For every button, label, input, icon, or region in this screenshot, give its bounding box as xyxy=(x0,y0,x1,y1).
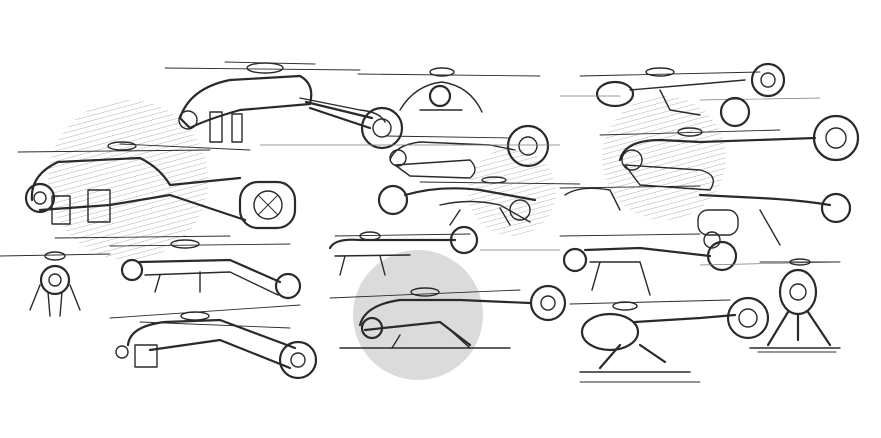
shade-circles xyxy=(48,96,726,380)
shade-circle-center xyxy=(468,148,556,236)
construction-lines xyxy=(259,95,621,251)
sketch-heli-bottom-right xyxy=(569,296,770,383)
sketch-heli-right-top xyxy=(579,62,821,116)
sketch-heli-center-ring xyxy=(384,124,550,179)
sketch-heli-top-center xyxy=(164,61,404,150)
shade-circle-left xyxy=(48,100,208,260)
sketch-heli-right-mid-2 xyxy=(559,185,852,249)
sketch-heli-row3-right xyxy=(559,233,841,296)
sketch-drone-tripod xyxy=(749,258,841,353)
sketch-heli-left-large xyxy=(17,141,297,239)
sketch-heli-top-tripod xyxy=(357,67,541,113)
sketch-heli-bottom-center xyxy=(329,284,567,349)
sketch-heli-bottom-left xyxy=(109,304,318,380)
sketch-heli-right-mid xyxy=(599,96,860,191)
shade-circle-bottom xyxy=(353,250,483,380)
sketch-heli-center-mid xyxy=(377,176,581,226)
sketch-heli-row3-left xyxy=(109,239,302,300)
sketch-heli-front-view xyxy=(0,251,111,317)
sketch-heli-row3-center xyxy=(328,225,479,276)
